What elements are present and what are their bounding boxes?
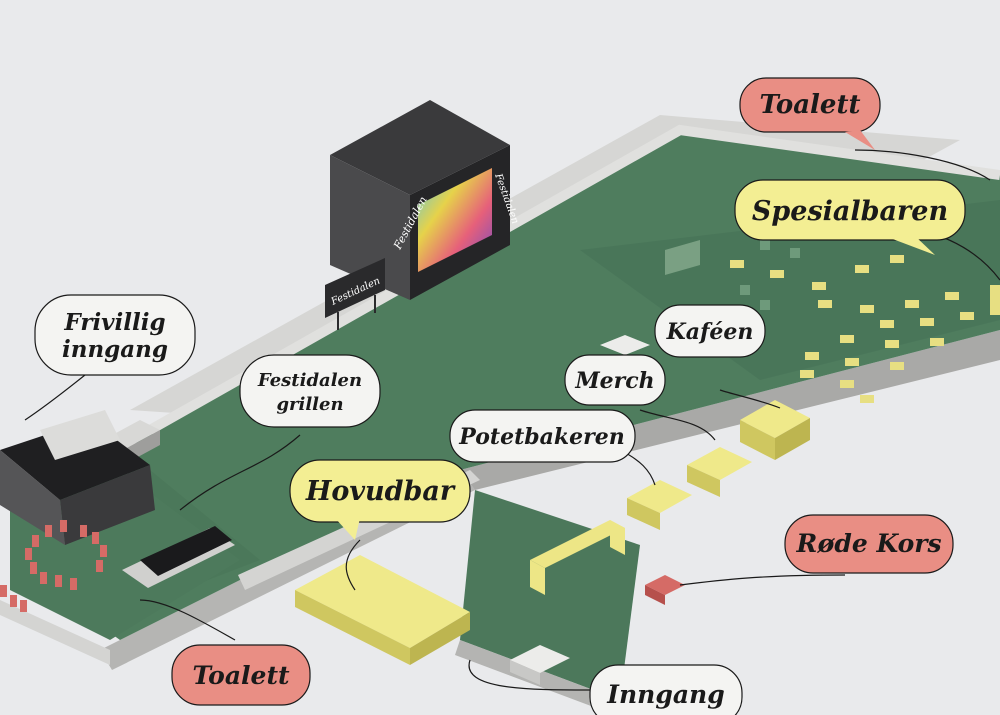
potetbakeren-text: Potetbakeren: [458, 424, 624, 450]
toalett-bottom-label[interactable]: Toalett: [171, 644, 311, 706]
festidalen-grillen-label[interactable]: Festidalen grillen: [239, 354, 381, 428]
potetbakeren-label[interactable]: Potetbakeren: [449, 409, 636, 463]
frivillig-line1: Frivillig: [63, 309, 165, 336]
merch-label[interactable]: Merch: [564, 354, 666, 406]
hovudbar-text: Hovudbar: [305, 476, 456, 507]
toilet-cluster: [0, 520, 107, 612]
spesialbaren-area: [665, 240, 1000, 403]
festidalen-line2: grillen: [276, 394, 343, 415]
frivillig-inngang-label[interactable]: Frivillig inngang: [34, 294, 196, 376]
toalett-bottom-text: Toalett: [192, 661, 290, 690]
hovudbar-structure: [295, 555, 470, 665]
rode-kors-text: Røde Kors: [795, 529, 941, 558]
main-stage: Festidalen Festidalen Festidalen: [325, 100, 521, 330]
inngang-text: Inngang: [606, 680, 724, 709]
entrance-gate: [530, 520, 625, 595]
inngang-label[interactable]: Inngang: [589, 664, 743, 715]
grill-stand: [122, 526, 235, 588]
kafeen-label[interactable]: Kaféen: [654, 304, 766, 358]
kafeen-text: Kaféen: [666, 319, 754, 345]
label-leaders: [24, 149, 1000, 691]
toalett-top-text: Toalett: [760, 90, 861, 120]
hovudbar-label[interactable]: Hovudbar: [289, 459, 471, 540]
festidalen-line1: Festidalen: [257, 370, 362, 391]
spesialbaren-text: Spesialbaren: [752, 196, 948, 227]
merch-text: Merch: [574, 368, 654, 394]
rode-kors-label[interactable]: Røde Kors: [784, 514, 954, 574]
toalett-top-label[interactable]: Toalett: [739, 77, 881, 150]
yellow-stalls: [627, 400, 810, 530]
frivillig-line2: inngang: [62, 336, 168, 363]
spesialbaren-label[interactable]: Spesialbaren: [734, 179, 966, 255]
red-cross-tent: [645, 575, 685, 605]
white-kiosks: [510, 335, 650, 685]
